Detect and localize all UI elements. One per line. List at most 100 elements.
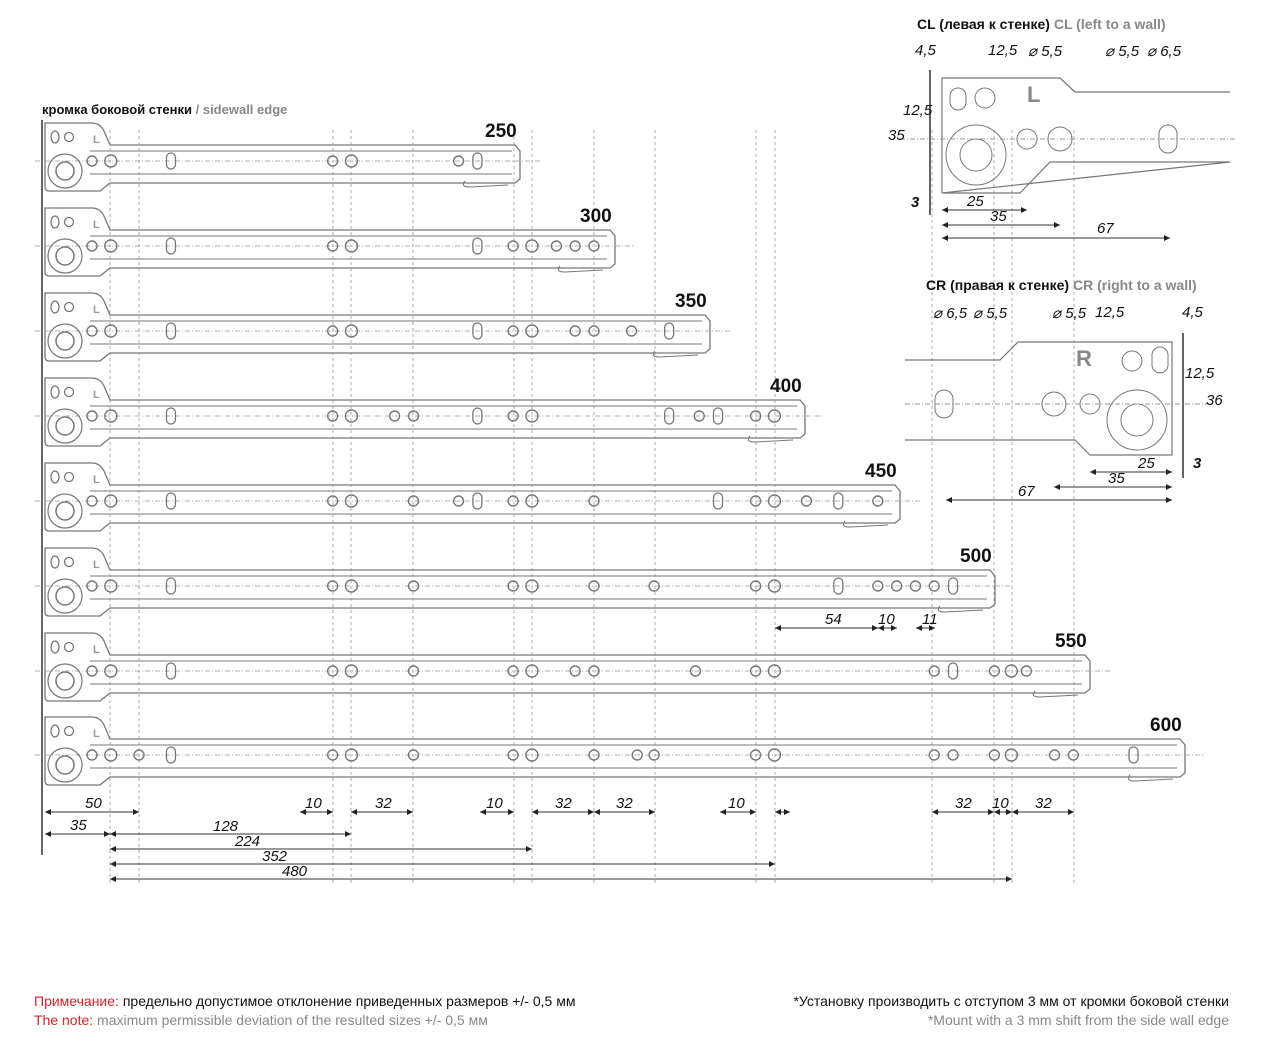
rail-mount-hole [86, 155, 98, 167]
dimension-label: 352 [262, 848, 288, 865]
cr-dimension-label: 4,5 [1182, 304, 1203, 321]
mount-note-en: *Mount with a 3 mm shift from the side w… [927, 1012, 1229, 1028]
rail-slot-hole [165, 237, 177, 255]
rail-mount-hole [749, 410, 762, 422]
cl-wheel-inner [959, 138, 993, 172]
rail-mount-hole [1067, 749, 1080, 761]
rail-mark: L [93, 728, 100, 740]
dimension-label: 50 [85, 795, 102, 812]
note-en-label: The note: [34, 1012, 94, 1028]
rail-length-label: 600 [1150, 715, 1182, 736]
dimension-label: 35 [70, 817, 87, 834]
wheel-inner [55, 331, 75, 351]
rail-mount-hole [344, 239, 359, 253]
note-ru-label: Примечание: [34, 993, 119, 1009]
sidewall-label: кромка боковой стенки / sidewall edge [42, 102, 287, 117]
cl-dimension-label: 3 [911, 194, 920, 211]
rail-mount-hole [344, 748, 359, 762]
wheel-inner [55, 161, 75, 181]
cl-dimension-label: ⌀ 5,5 [1028, 43, 1063, 60]
rail-mount-hole [767, 494, 782, 508]
rail-end-slot [937, 605, 984, 613]
dimension-label: 10 [878, 611, 895, 628]
rail-length-label: 350 [675, 291, 707, 312]
dimension-label: 480 [282, 863, 308, 880]
rail-mount-hole [1004, 748, 1019, 762]
plate-mount-hole [63, 471, 75, 483]
dimension-arrows [916, 625, 935, 631]
rail-mount-hole [86, 495, 98, 507]
cr-hole-5-5 [1121, 350, 1143, 372]
rail-mount-hole [507, 665, 519, 677]
rail-mount-hole [507, 325, 519, 337]
dimension-label: 10 [728, 795, 745, 812]
plate-mount-hole [63, 556, 75, 568]
plate-mount-hole [63, 301, 75, 313]
wheel-inner [55, 755, 75, 775]
rail-mount-hole [86, 749, 98, 761]
rail-mount-hole [569, 240, 581, 252]
rail-end-slot [747, 435, 794, 443]
cl-plate-outline [941, 77, 1231, 194]
rail-mount-hole [749, 749, 762, 761]
rail-mount-hole [407, 749, 420, 761]
rail-mount-hole [767, 409, 782, 423]
wheel-inner [55, 586, 75, 606]
rail-mount-hole [326, 155, 339, 167]
dimension-arrows [878, 625, 897, 631]
cl-dimension-label: 25 [967, 193, 984, 210]
rail-slot-hole [833, 577, 844, 595]
rail-mount-hole [86, 580, 98, 592]
rail-mount-hole [749, 495, 762, 507]
dimension-label: 224 [235, 833, 261, 850]
rail-mount-hole [525, 409, 539, 423]
rail-mount-hole [507, 749, 519, 761]
rail-mount-hole [648, 749, 660, 761]
rail-mount-hole [86, 325, 98, 337]
plate-mount-hole [50, 470, 60, 484]
plate-mount-hole [63, 641, 75, 653]
rail-mount-hole [507, 410, 519, 422]
rail-mount-hole [928, 665, 940, 677]
wheel-inner [55, 501, 75, 521]
rail-mount-hole [988, 665, 1001, 677]
rail-mount-hole [86, 240, 98, 252]
plate-mount-hole [63, 725, 75, 737]
cl-dimension-label: 35 [888, 127, 905, 144]
rail-slot-hole [165, 152, 177, 170]
cr-dimension-label: 36 [1206, 392, 1223, 409]
rail-slot-hole [472, 492, 483, 510]
rail-mount-hole [388, 410, 401, 422]
cr-dimension-label: 35 [1108, 470, 1125, 487]
cr-title: CR (правая к стенке) CR (right to a wall… [926, 277, 1197, 293]
rail-mount-hole [344, 324, 359, 338]
rail-slot-hole [1128, 746, 1139, 764]
dimension-label: 32 [375, 795, 392, 812]
rail-mark: L [93, 389, 100, 401]
rail-slot-hole [833, 492, 844, 510]
rail-mark: L [93, 474, 100, 486]
wheel-outer [47, 323, 83, 359]
rail-slot-hole [712, 407, 724, 425]
cr-mark: R [1076, 346, 1092, 371]
dimension-label: 32 [555, 795, 572, 812]
rail-mount-hole [326, 665, 339, 677]
cl-dimension-label: 67 [1097, 220, 1114, 237]
plate-mount-hole [63, 131, 75, 143]
rail-length-label: 400 [770, 376, 802, 397]
rail-mark: L [93, 219, 100, 231]
rail-slot-hole [472, 152, 483, 170]
rail-slot-hole [165, 322, 177, 340]
rail-mount-hole [625, 325, 638, 337]
rail-mount-hole [104, 239, 118, 253]
rail-length-label: 550 [1055, 631, 1087, 652]
plate-mount-hole [50, 555, 60, 569]
rail-slot-hole [165, 746, 177, 764]
rail-mount-hole [1004, 664, 1019, 678]
rail-mount-hole [507, 580, 519, 592]
plate-mount-hole [63, 386, 75, 398]
sidewall-label-en: / sidewall edge [195, 102, 288, 117]
rail-mount-hole [569, 325, 581, 337]
wheel-outer [47, 238, 83, 274]
